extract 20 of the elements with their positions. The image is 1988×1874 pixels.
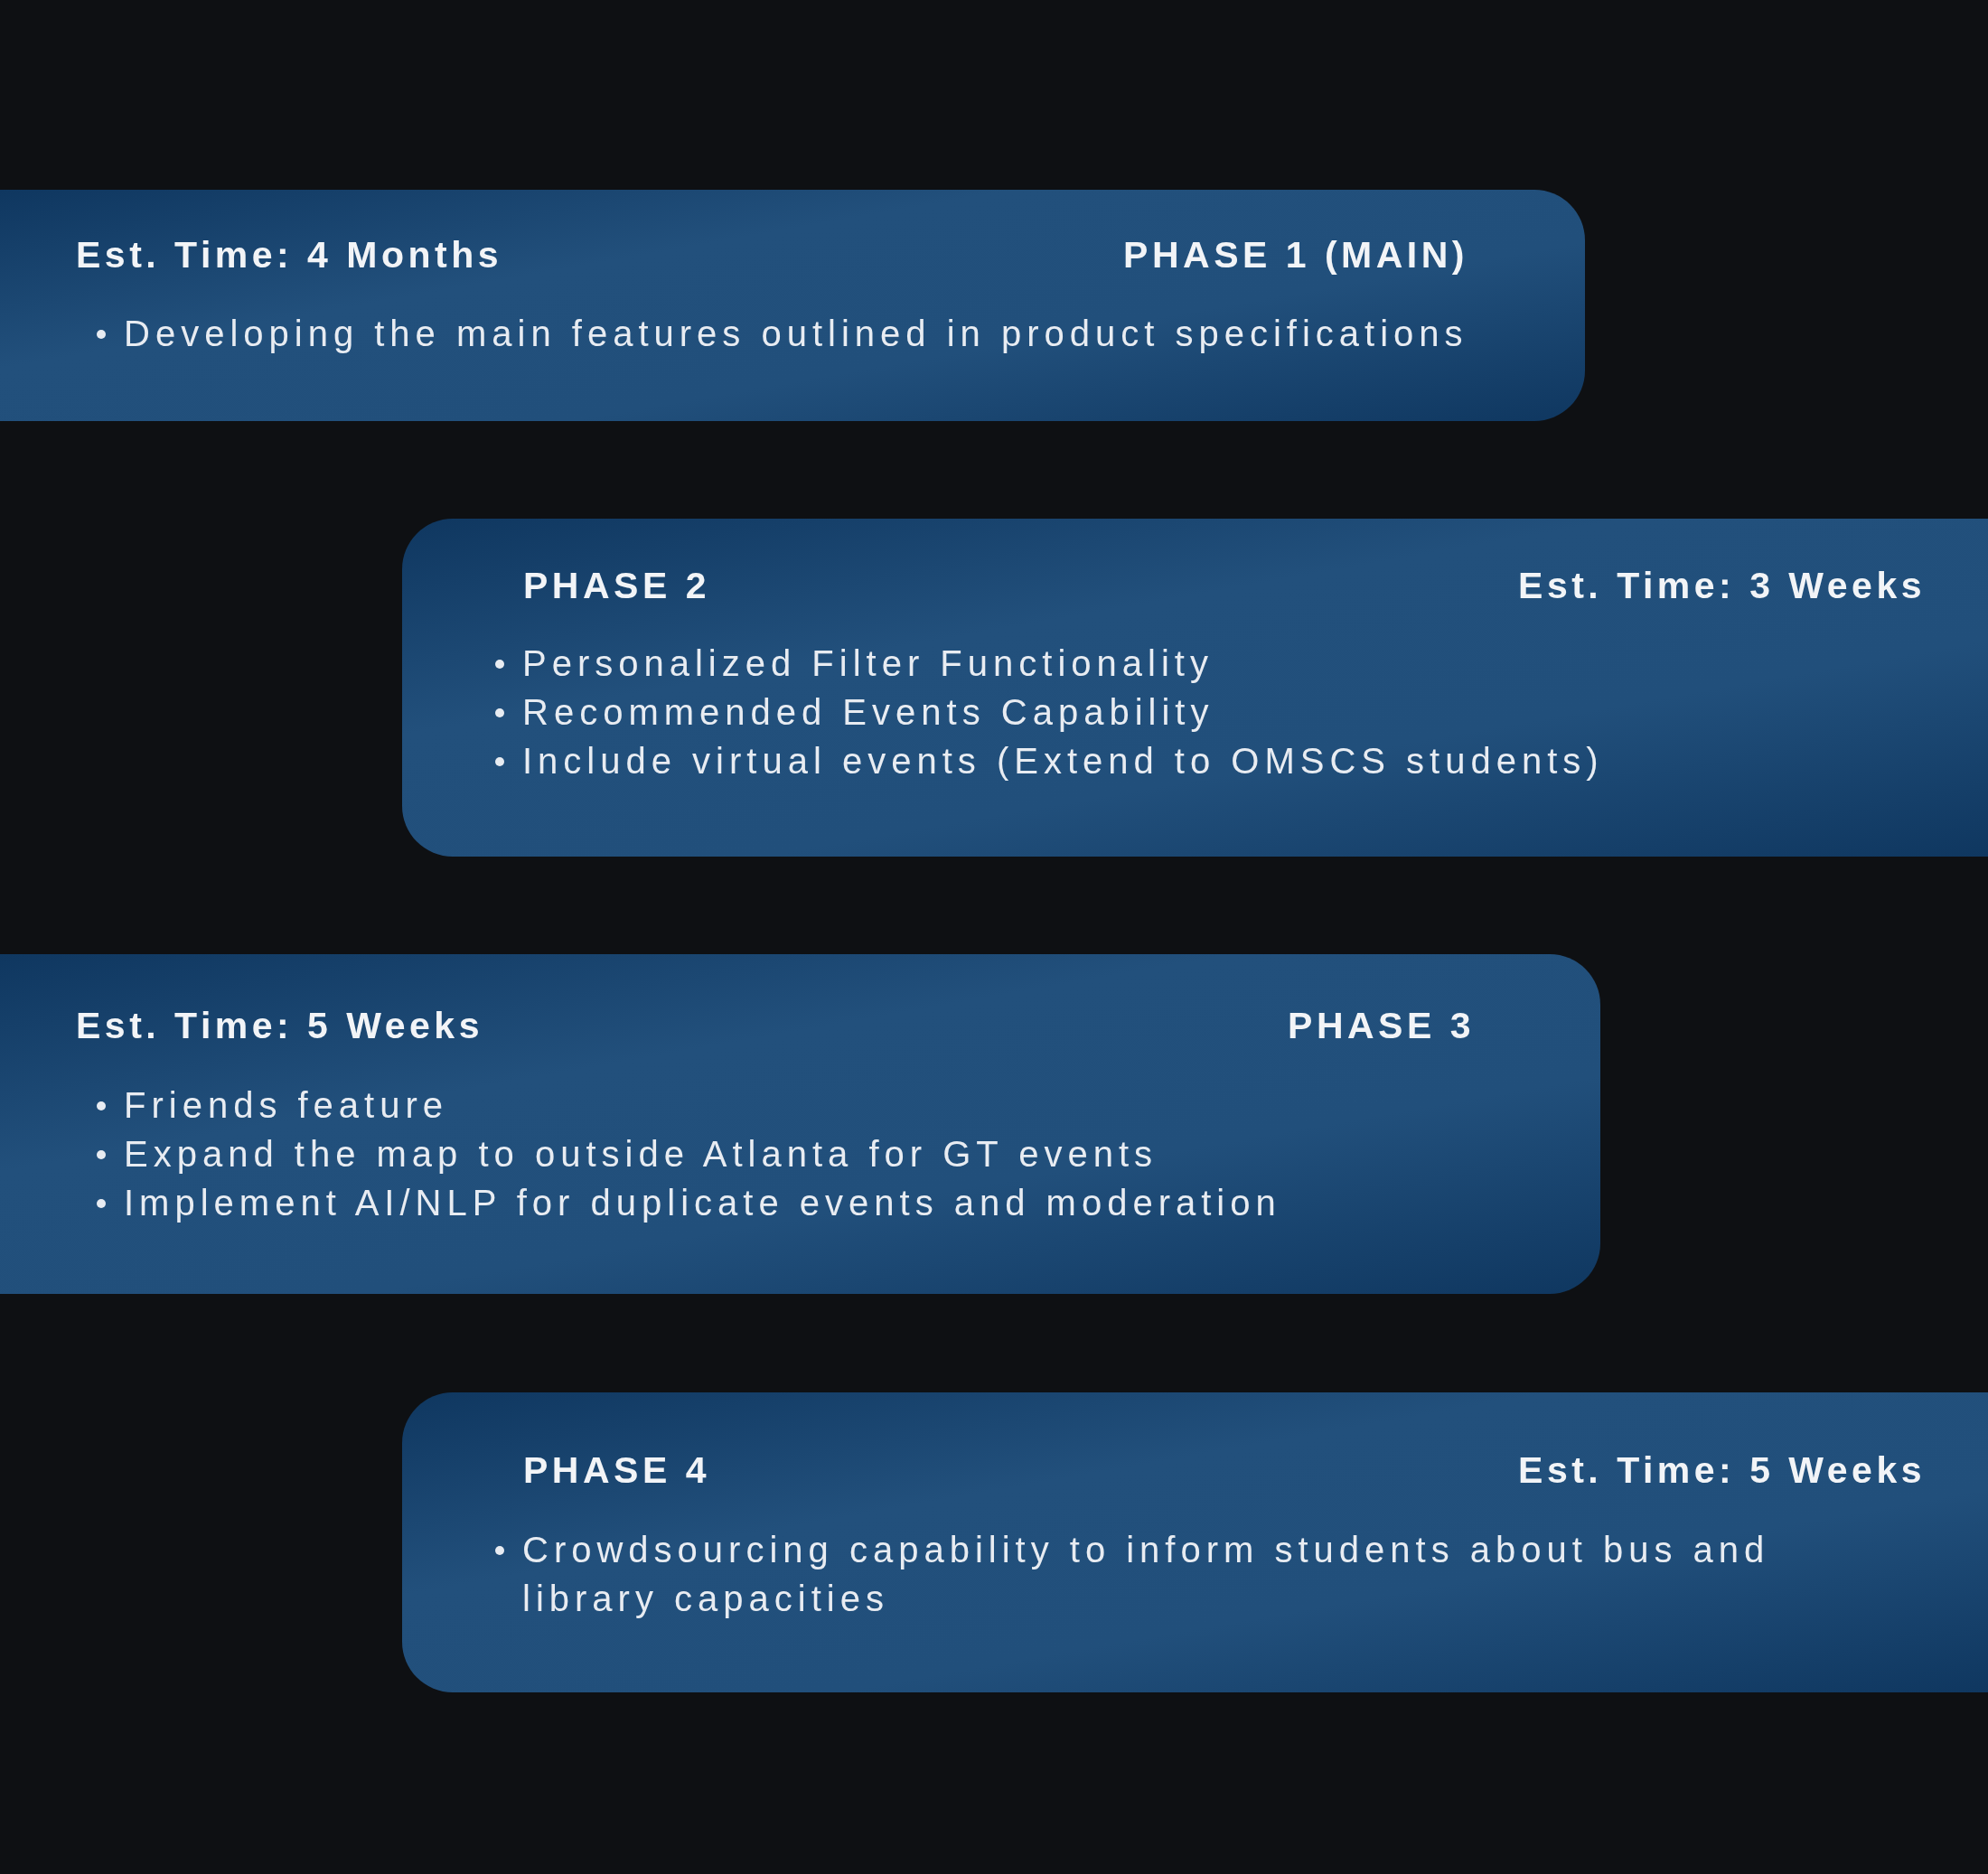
bullet-item: Expand the map to outside Atlanta for GT events: [124, 1134, 1158, 1174]
phase-card: [402, 1392, 1988, 1692]
bullet-item: Implement AI/NLP for duplicate events and moderation: [124, 1183, 1281, 1223]
phase-heading: Est. Time: 5 Weeks: [1518, 1452, 1926, 1489]
phase-card: [0, 190, 1585, 421]
phase-card: [402, 519, 1988, 857]
bullet-item: Friends feature: [124, 1085, 449, 1125]
phase-heading: Est. Time: 3 Weeks: [1518, 567, 1926, 604]
bullet-item: Personalized Filter Functionality: [522, 643, 1214, 683]
bullet-item: Recommended Events Capability: [522, 692, 1214, 732]
bullet-item: Crowdsourcing capability to inform students about bus and library capacities: [522, 1530, 1770, 1618]
bullet-item: Developing the main features outlined in product specifications: [124, 314, 1468, 353]
phase-heading: PHASE 4: [523, 1452, 710, 1489]
phase-heading: PHASE 1 (MAIN): [1123, 237, 1468, 274]
phase-heading: PHASE 3: [1288, 1007, 1475, 1045]
phase-heading: Est. Time: 5 Weeks: [76, 1007, 483, 1045]
bullet-item: Include virtual events (Extend to OMSCS students): [522, 741, 1604, 781]
phase-heading: Est. Time: 4 Months: [76, 237, 503, 274]
phase-heading: PHASE 2: [523, 567, 710, 604]
phase-card: [0, 954, 1600, 1294]
